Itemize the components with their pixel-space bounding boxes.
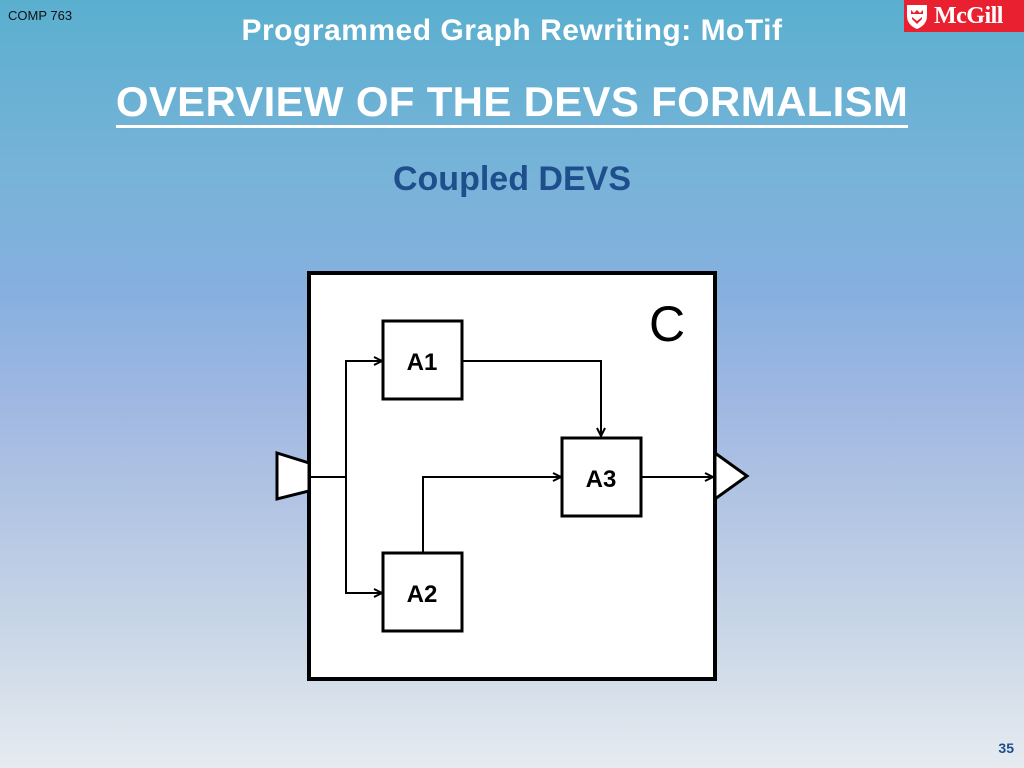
block-a1-label: A1 [407,349,438,376]
slide-title: Programmed Graph Rewriting: MoTif [241,14,783,47]
subheading: Coupled DEVS [392,160,632,198]
link-a2-to-a3 [422,472,564,553]
crest-icon [907,5,927,29]
block-a2 [381,551,464,633]
input-port [275,450,311,501]
link-input-to-a1 [345,356,385,477]
block-a3 [560,436,643,518]
mcgill-logo: McGill [904,0,1024,32]
link-a1-to-a3 [462,360,606,439]
output-port [713,450,750,502]
block-a1 [381,319,464,401]
block-a2-label: A2 [407,581,438,608]
section-heading-text: OVERVIEW OF THE DEVS FORMALISM [115,78,909,128]
block-a3-label: A3 [586,466,617,493]
logo-text: McGill [934,2,1003,29]
section-heading: OVERVIEW OF THE DEVS FORMALISM [0,78,1024,128]
course-code: COMP 763 [8,8,73,23]
container-label: C [649,296,685,352]
link-input-to-a2 [345,477,385,598]
page-number: 35 [998,740,1014,756]
